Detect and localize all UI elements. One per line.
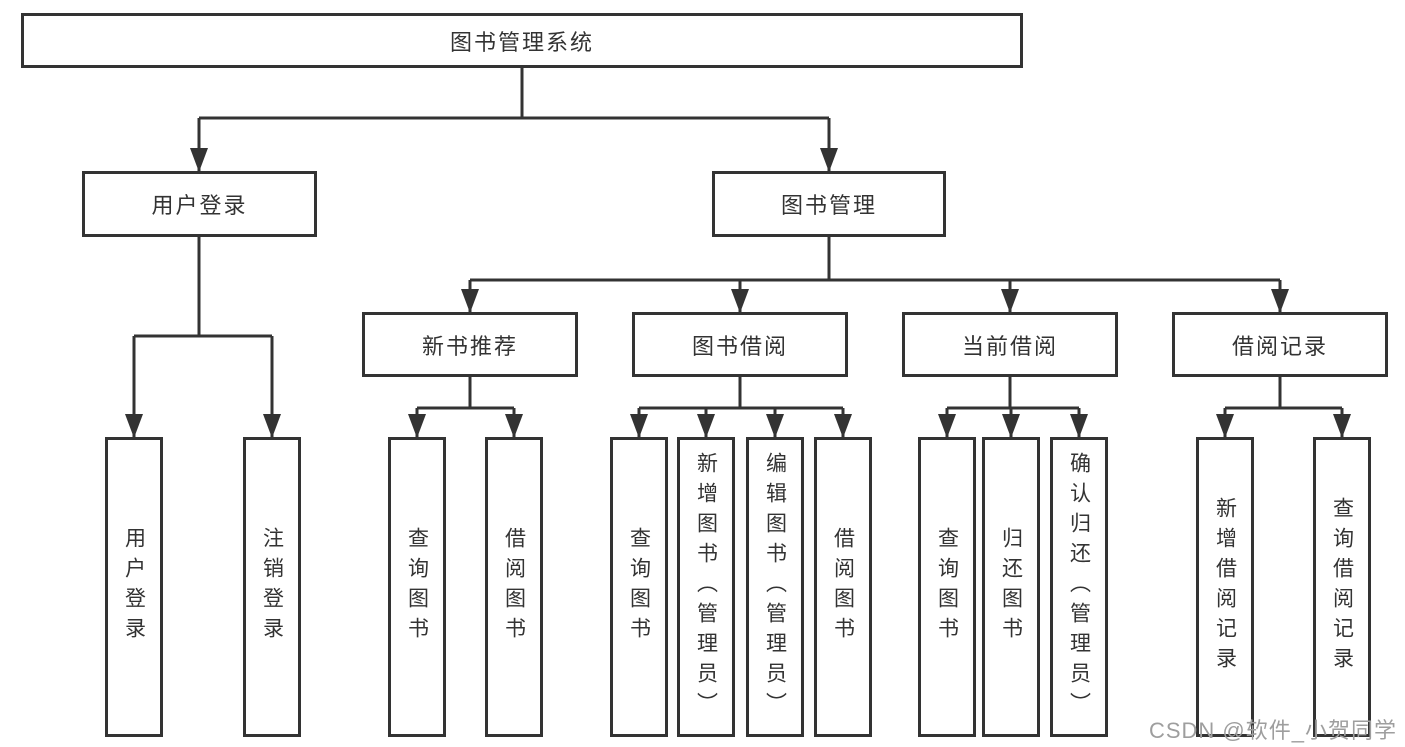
node-library-system: 图书管理系统 — [21, 13, 1023, 68]
leaf-logout: 注销登录 — [243, 437, 301, 737]
node-book-management: 图书管理 — [712, 171, 946, 237]
leaf-current-confirm-return-admin: 确认归还（管理员） — [1050, 437, 1108, 737]
node-borrow-records: 借阅记录 — [1172, 312, 1388, 377]
leaf-borrow-add-books-admin: 新增图书（管理员） — [677, 437, 735, 737]
edges-new-book-recommend — [408, 377, 523, 438]
leaf-borrow-search-books: 查询图书 — [610, 437, 668, 737]
node-current-borrow: 当前借阅 — [902, 312, 1118, 377]
edges-borrow-records — [1216, 377, 1351, 438]
leaf-newbook-borrow-books: 借阅图书 — [485, 437, 543, 737]
edges-user-login — [125, 237, 281, 438]
leaf-records-add-record: 新增借阅记录 — [1196, 437, 1254, 737]
leaf-current-return-books: 归还图书 — [982, 437, 1040, 737]
leaf-current-search-books: 查询图书 — [918, 437, 976, 737]
watermark: CSDN @软件_小贺同学 — [1148, 718, 1397, 743]
edges-root — [190, 68, 838, 172]
leaf-borrow-edit-books-admin: 编辑图书（管理员） — [746, 437, 804, 737]
node-new-book-recommend: 新书推荐 — [362, 312, 578, 377]
leaf-records-search-record: 查询借阅记录 — [1313, 437, 1371, 737]
edges-book-management — [461, 237, 1289, 313]
node-user-login: 用户登录 — [82, 171, 317, 237]
node-book-borrow: 图书借阅 — [632, 312, 848, 377]
leaf-borrow-borrow-books: 借阅图书 — [814, 437, 872, 737]
edges-current-borrow — [938, 377, 1088, 438]
leaf-newbook-search-books: 查询图书 — [388, 437, 446, 737]
leaf-user-login: 用户登录 — [105, 437, 163, 737]
edges-book-borrow — [630, 377, 852, 438]
